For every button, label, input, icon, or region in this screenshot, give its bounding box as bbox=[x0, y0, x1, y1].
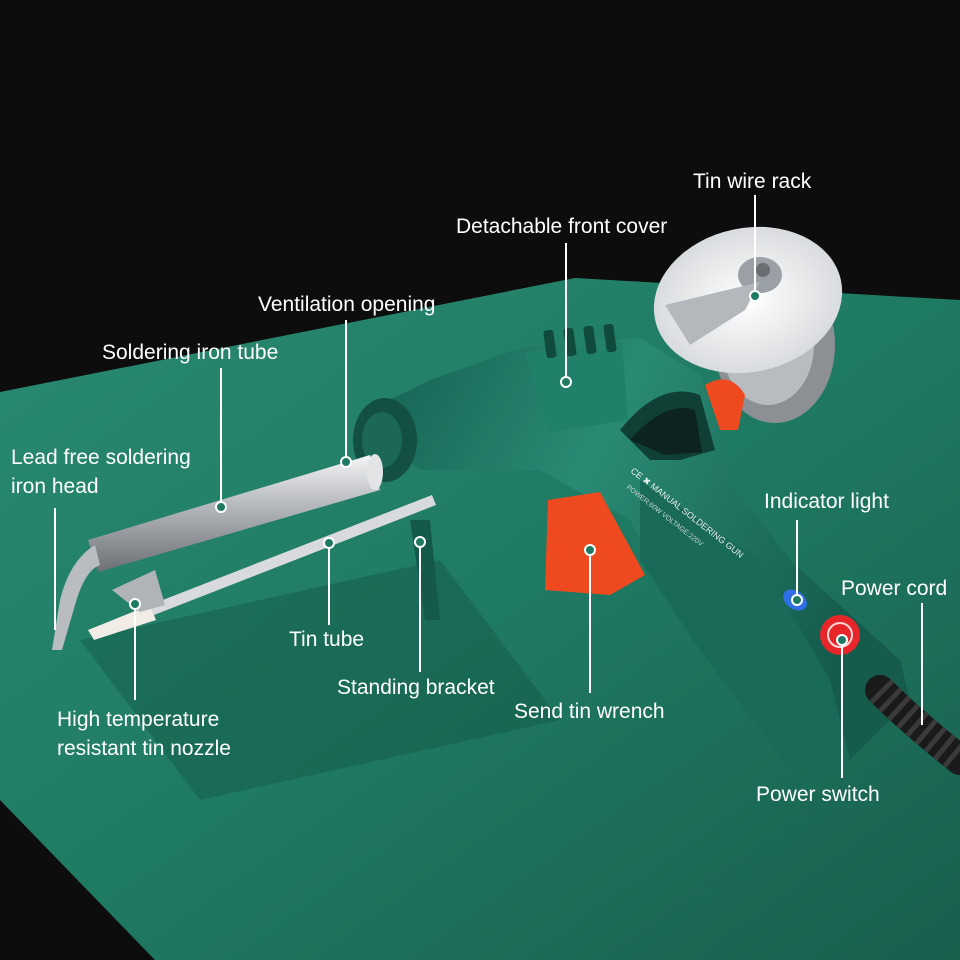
trigger bbox=[545, 492, 645, 595]
label-lead-free-soldering-iron-head: Lead free soldering iron head bbox=[11, 446, 191, 498]
power-cord bbox=[865, 675, 960, 775]
spool-holder-clip bbox=[705, 379, 745, 430]
label-tin-tube: Tin tube bbox=[289, 628, 365, 651]
label-high-temperature-resistant-tin-nozzle: High temperature resistant tin nozzle bbox=[57, 708, 231, 760]
label-power-switch: Power switch bbox=[756, 783, 880, 806]
label-indicator-light: Indicator light bbox=[764, 490, 889, 513]
soldering-iron-head bbox=[52, 545, 100, 650]
soldering-iron-tube-body bbox=[88, 454, 383, 572]
label-ventilation-opening: Ventilation opening bbox=[258, 293, 436, 316]
label-power-cord: Power cord bbox=[841, 577, 948, 600]
callout-lines bbox=[54, 195, 923, 778]
tin-nozzle bbox=[88, 605, 156, 640]
label-tin-wire-rack: Tin wire rack bbox=[693, 170, 812, 193]
label-detachable-front-cover: Detachable front cover bbox=[456, 215, 668, 238]
tin-tube-rod bbox=[150, 495, 436, 615]
gun-body: CE ✖ MANUAL SOLDERING GUN POWER:60W VOLT… bbox=[353, 323, 910, 770]
tin-wire-spool bbox=[653, 226, 843, 423]
label-soldering-iron-tube: Soldering iron tube bbox=[102, 341, 279, 364]
callout-dots bbox=[129, 290, 848, 646]
label-standing-bracket: Standing bracket bbox=[337, 676, 495, 699]
label-send-tin-wrench: Send tin wrench bbox=[514, 700, 665, 723]
